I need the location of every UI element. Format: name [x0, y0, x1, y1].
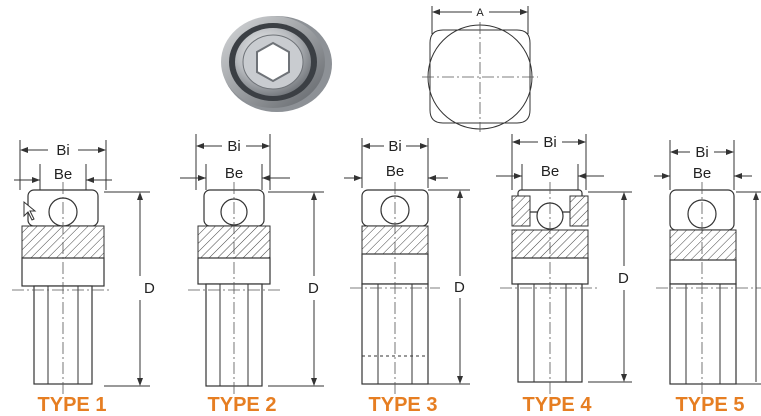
type-5-label: TYPE 5 [676, 394, 745, 416]
type-2-be-label: Be [225, 165, 243, 182]
type-1-bi-label: Bi [56, 142, 69, 159]
type-2-label: TYPE 2 [208, 394, 277, 416]
type-3-section-drawing: Bi Be D [344, 138, 470, 396]
type-4-bi-label: Bi [543, 134, 556, 151]
type-3-d-label: D [454, 279, 465, 296]
type-4-section-drawing: Bi Be D [496, 134, 632, 396]
type-3-label: TYPE 3 [369, 394, 438, 416]
type-1-be-label: Be [54, 166, 72, 183]
type-4-d-label: D [618, 270, 629, 287]
cursor-arrow-icon [23, 200, 37, 221]
top-view-square-outline: A [422, 6, 538, 132]
type-5-bi-label: Bi [695, 144, 708, 161]
type-4-label: TYPE 4 [523, 394, 593, 416]
type-2-bi-label: Bi [227, 138, 240, 155]
type-4-be-label: Be [541, 163, 559, 180]
bearing-photo [221, 16, 332, 112]
type-5-be-label: Be [693, 165, 711, 182]
type-2-d-label: D [308, 280, 319, 297]
type-3-bi-label: Bi [388, 138, 401, 155]
type-1-section-drawing: Bi Be D [12, 140, 155, 396]
dimension-a-label: A [476, 7, 484, 19]
type-3-be-label: Be [386, 163, 404, 180]
type-1-d-label: D [144, 280, 155, 297]
type-1-label: TYPE 1 [38, 394, 107, 416]
type-2-section-drawing: Bi Be D [180, 134, 324, 396]
type-5-section-drawing: Bi Be [654, 140, 761, 396]
